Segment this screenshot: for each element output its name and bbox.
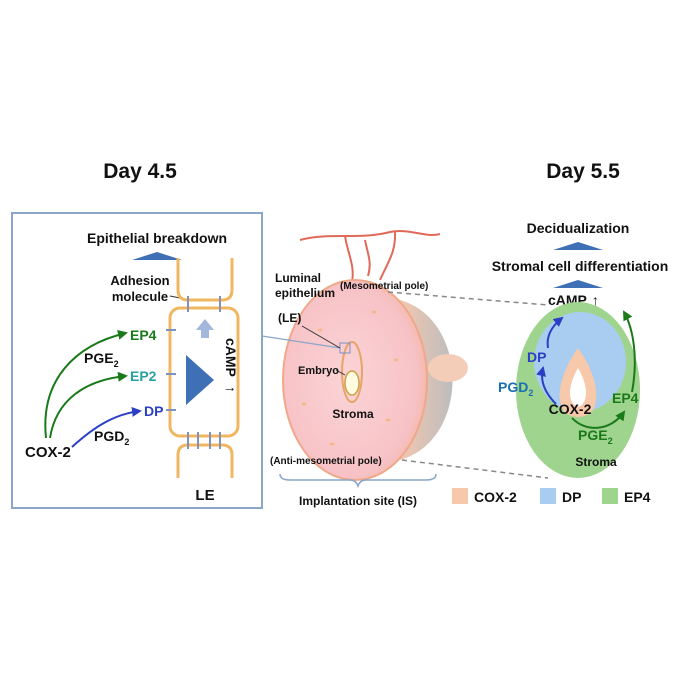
luminal-label-line2: epithelium [275,286,335,300]
blood-vessel [299,230,441,241]
camp-label-left: cAMP [223,338,239,377]
lumen [570,368,586,407]
luminal-label-line3: (LE) [278,311,301,325]
ep2-label-left: EP2 [130,368,157,384]
cox2-to-ep4-arrow-right [571,410,626,429]
legend: COX-2 DP EP4 [452,488,651,505]
implantation-brace [279,473,437,489]
stroma-label-middle: Stroma [332,407,374,421]
outcome-arrowhead [132,252,182,260]
legend-swatch-cox2 [452,488,468,504]
implantation-site-label: Implantation site (IS) [299,494,417,508]
legend-label-ep4: EP4 [624,489,651,505]
ep4-label-right: EP4 [612,390,639,406]
cox2-to-dp-arrow [71,406,142,448]
stroma-label-right: Stroma [575,455,617,469]
legend-label-dp: DP [562,489,581,505]
inner-up-arrow [196,319,214,338]
bottom-cell [176,443,234,478]
cox2-to-ep2-arrow [49,371,128,439]
decidualization-arrowhead [553,242,603,250]
dp-label-right: DP [527,349,546,365]
legend-label-cox2: COX-2 [474,489,517,505]
gland [371,310,377,314]
ep4-label-left: EP4 [130,327,157,343]
blood-vessel [364,239,371,277]
blood-vessel [344,235,354,283]
lumen-ring [341,341,363,403]
decidualization-label: Decidualization [527,220,630,236]
epithelial-breakdown-label: Epithelial breakdown [87,230,227,246]
cox2-to-ep4-arrow [44,329,128,439]
anti-mesometrial-label: (Anti-mesometrial pole) [270,456,382,467]
mesometrial-label: (Mesometrial pole) [340,281,428,292]
dashed-connector-top [387,291,549,306]
day-right-title: Day 5.5 [546,160,620,183]
gland [317,328,323,332]
blood-vessel [379,231,397,281]
inner-right-arrow [186,355,214,405]
luminal-pointer [301,325,341,349]
day-left-title: Day 4.5 [103,160,177,183]
le-label-left: LE [195,487,214,504]
pgd2-label-right: PGD2 [498,379,533,398]
gland [393,358,399,362]
stromal-arrowhead [553,280,603,288]
adhesion-label-line1: Adhesion [110,273,169,288]
camp-up-arrow-left: ↑ [223,386,239,393]
adhesion-label-line2: molecule [112,289,168,304]
ep4-to-camp-arrow [623,310,636,393]
embryo-pointer [335,369,346,376]
embryo[interactable] [344,370,360,396]
gland [385,418,391,422]
cox2-label-right: COX-2 [549,401,592,417]
zoom-connector [261,335,341,349]
dp-label-left: DP [144,403,163,419]
uterus-tube [428,354,468,382]
luminal-label-line1: Luminal [275,271,321,285]
pge2-label-left: PGE2 [84,350,119,369]
pgd2-label-left: PGD2 [94,428,129,447]
pgd2-to-dp-arrow [536,366,557,405]
legend-swatch-ep4 [602,488,618,504]
cox2-label-left: COX-2 [25,444,71,461]
gland [301,402,307,406]
embryo-label: Embryo [298,365,339,377]
left-panel-border [11,212,263,509]
top-cell [176,258,234,302]
pge2-label-right: PGE2 [578,427,613,446]
stromal-differentiation-label: Stromal cell differentiation [492,258,669,274]
dp-to-camp-arrow [546,316,564,349]
gland [329,442,335,446]
legend-swatch-dp [540,488,556,504]
dashed-connector-bottom [401,459,549,479]
